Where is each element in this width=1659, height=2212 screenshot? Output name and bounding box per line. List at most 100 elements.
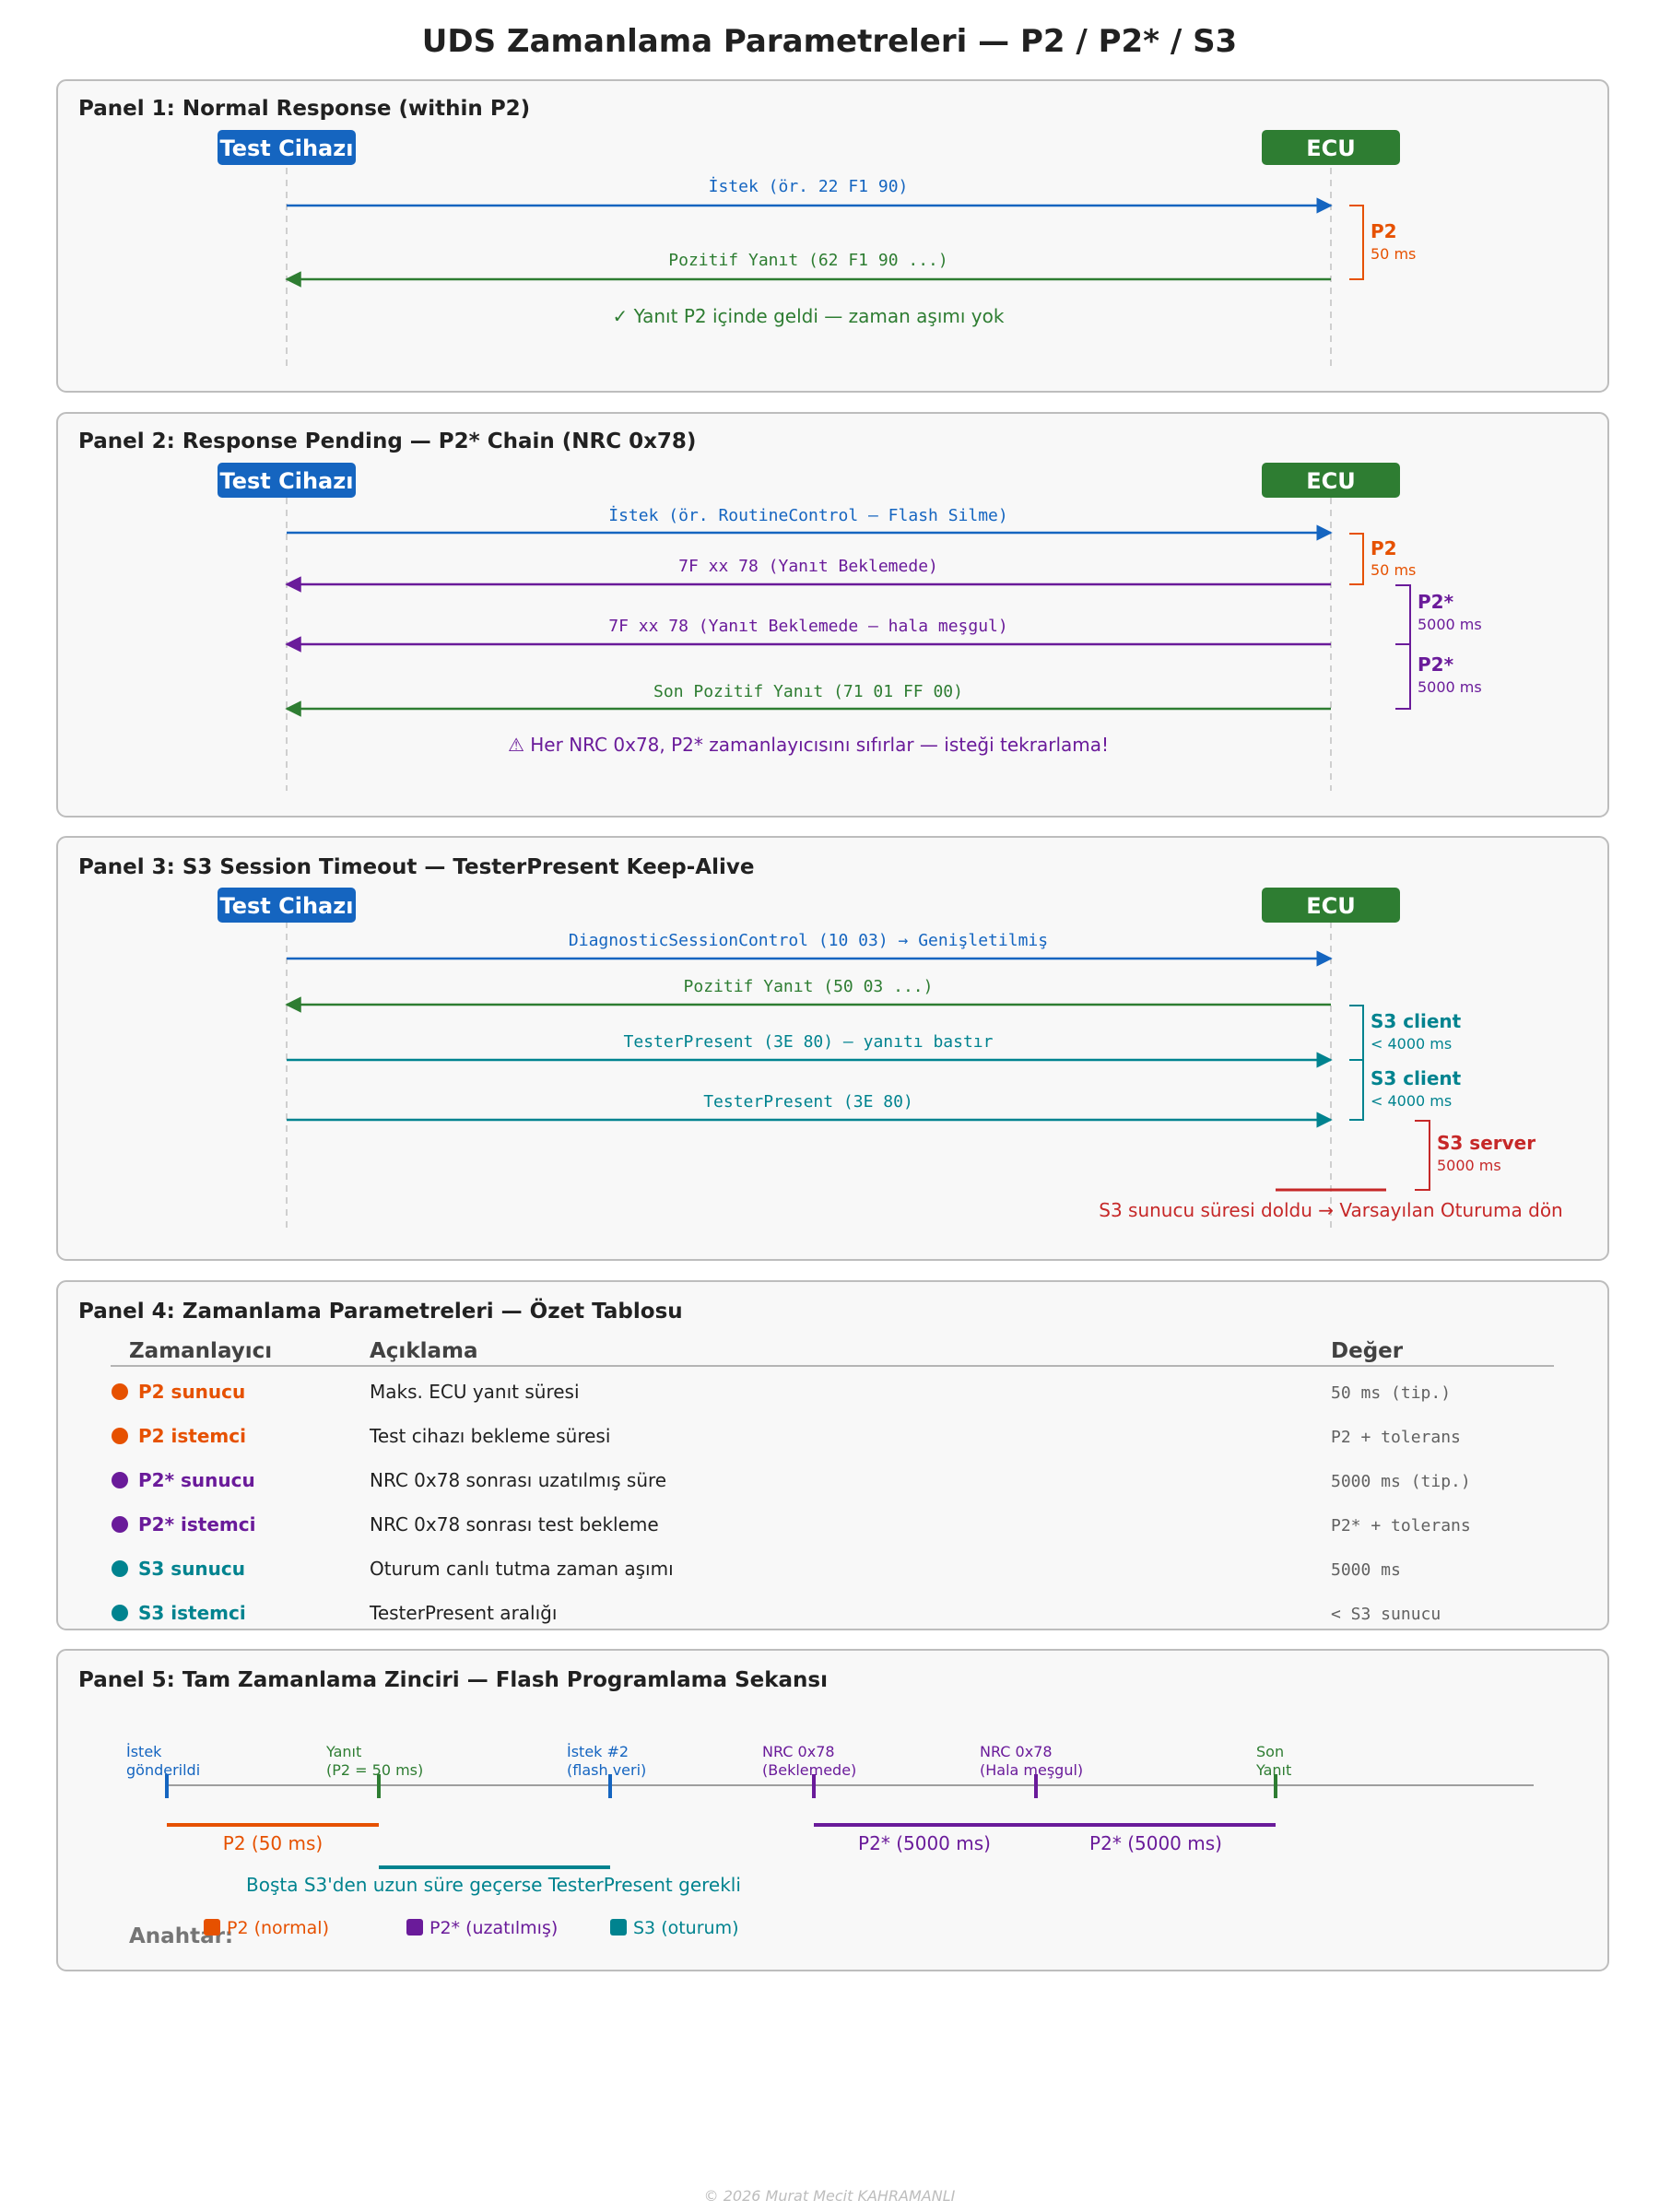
panel-4: Panel 4: Zamanlama Parametreleri — Özet … (56, 1280, 1609, 1630)
event-label-line1: Son (1256, 1743, 1284, 1760)
p2star-1-value: 5000 ms (1418, 616, 1482, 633)
timeline-event: İstek #2 (flash veri) (567, 1743, 646, 1798)
s3-server-bracket (1415, 1120, 1430, 1191)
p2-bracket-label: P2 (1371, 537, 1397, 559)
event-label-line2: (P2 = 50 ms) (326, 1761, 423, 1779)
table-row: S3 istemci TesterPresent aralığı < S3 su… (112, 1602, 1441, 1624)
s3-server-value: 5000 ms (1437, 1157, 1501, 1174)
p2star-2-label: P2* (1418, 653, 1454, 676)
timeline-event: Yanıt (P2 = 50 ms) (325, 1743, 423, 1798)
response-label: Pozitif Yanıt (62 F1 90 ...) (668, 251, 947, 270)
panel-2-frame (56, 412, 1609, 818)
panel-3: Panel 3: S3 Session Timeout — TesterPres… (56, 836, 1609, 1261)
event-label-line1: İstek (126, 1743, 162, 1760)
table-row: P2* istemci NRC 0x78 sonrası test beklem… (112, 1513, 1471, 1535)
page-title: UDS Zamanlama Parametreleri — P2 / P2* /… (422, 23, 1237, 60)
panel-4-title: Panel 4: Zamanlama Parametreleri — Özet … (78, 1298, 683, 1324)
tester-actor-box (218, 463, 356, 498)
final-response-label: Son Pozitif Yanıt (71 01 FF 00) (653, 682, 963, 701)
tester-actor-label: Test Cihazı (220, 135, 354, 161)
timeline-event: NRC 0x78 (Hala meşgul) (980, 1743, 1083, 1798)
row-color-dot (112, 1560, 128, 1577)
legend-swatch (204, 1919, 220, 1936)
row-value: P2 + tolerans (1331, 1428, 1461, 1447)
s3-client-2-bracket (1349, 1059, 1364, 1121)
event-label-line1: Yanıt (325, 1743, 361, 1760)
row-color-dot (112, 1428, 128, 1444)
p2star-2-bracket (1395, 643, 1411, 710)
ecu-actor-label: ECU (1306, 893, 1356, 919)
event-label-line2: (Beklemede) (762, 1761, 856, 1779)
row-value: P2* + tolerans (1331, 1516, 1471, 1535)
row-color-dot (112, 1516, 128, 1533)
p2star-span-1-label: P2* (5000 ms) (858, 1832, 991, 1854)
p2-bracket-value: 50 ms (1371, 561, 1416, 579)
request-label: İstek (ör. 22 F1 90) (709, 177, 909, 196)
p2-bracket (1349, 205, 1364, 280)
s3-client-2-value: < 4000 ms (1371, 1092, 1452, 1110)
ecu-actor-label: ECU (1306, 135, 1356, 161)
event-label-line1: İstek #2 (567, 1743, 629, 1760)
table-header-description: Açıklama (370, 1339, 478, 1363)
row-value: 5000 ms (tip.) (1331, 1472, 1471, 1491)
tester-actor-label: Test Cihazı (220, 468, 354, 494)
p2star-span-2-label: P2* (5000 ms) (1089, 1832, 1222, 1854)
copyright-footer: © 2026 Murat Mecit KAHRAMANLI (704, 2187, 956, 2205)
legend-label: P2* (uzatılmış) (429, 1918, 558, 1938)
table-header-timer: Zamanlayıcı (129, 1339, 272, 1363)
row-description: NRC 0x78 sonrası uzatılmış süre (370, 1469, 666, 1491)
row-description: NRC 0x78 sonrası test bekleme (370, 1513, 659, 1535)
row-timer-name: S3 istemci (138, 1602, 246, 1624)
row-description: Test cihazı bekleme süresi (369, 1425, 610, 1447)
row-timer-name: P2* istemci (138, 1513, 255, 1535)
row-timer-name: P2 sunucu (138, 1381, 245, 1403)
s3-idle-note: Boşta S3'den uzun süre geçerse TesterPre… (246, 1874, 741, 1896)
table-header-value: Değer (1331, 1339, 1404, 1363)
table-row: S3 sunucu Oturum canlı tutma zaman aşımı… (112, 1558, 1401, 1580)
ecu-actor-box (1262, 888, 1400, 923)
p2star-2-value: 5000 ms (1418, 678, 1482, 696)
session-response-label: Pozitif Yanıt (50 03 ...) (684, 977, 934, 996)
tester-actor-box (218, 888, 356, 923)
panel-3-note: S3 sunucu süresi doldu → Varsayılan Otur… (1099, 1199, 1563, 1221)
table-row: P2 istemci Test cihazı bekleme süresi P2… (112, 1425, 1461, 1447)
event-label-line2: (flash veri) (567, 1761, 646, 1779)
s3-server-label: S3 server (1437, 1132, 1535, 1154)
table-row: P2 sunucu Maks. ECU yanıt süresi 50 ms (… (112, 1381, 1451, 1403)
panel-5-title: Panel 5: Tam Zamanlama Zinciri — Flash P… (78, 1668, 828, 1692)
tester-actor-label: Test Cihazı (220, 893, 354, 919)
pending-1-label: 7F xx 78 (Yanıt Beklemede) (678, 557, 938, 576)
row-value: 5000 ms (1331, 1560, 1401, 1580)
row-description: TesterPresent aralığı (369, 1602, 557, 1624)
request-label: İstek (ör. RoutineControl — Flash Silme) (608, 506, 1007, 525)
p2-bracket (1349, 533, 1364, 585)
legend-item: P2* (uzatılmış) (406, 1918, 558, 1938)
panel-4-frame (56, 1280, 1609, 1630)
row-color-dot (112, 1383, 128, 1400)
timeline-event: Son Yanıt (1255, 1743, 1291, 1798)
panel-5-frame (56, 1649, 1609, 1971)
panel-2-title: Panel 2: Response Pending — P2* Chain (N… (78, 429, 696, 453)
panel-1-title: Panel 1: Normal Response (within P2) (78, 97, 530, 121)
s3-client-1-label: S3 client (1371, 1010, 1462, 1032)
legend-swatch (406, 1919, 423, 1936)
timeline-event: NRC 0x78 (Beklemede) (762, 1743, 856, 1798)
pending-2-label: 7F xx 78 (Yanıt Beklemede — hala meşgul) (608, 617, 1007, 636)
panel-5: Panel 5: Tam Zamanlama Zinciri — Flash P… (56, 1649, 1609, 1971)
panel-3-title: Panel 3: S3 Session Timeout — TesterPres… (78, 855, 754, 879)
panel-1-frame (56, 79, 1609, 393)
legend-item: P2 (normal) (204, 1918, 329, 1938)
panel-2: Panel 2: Response Pending — P2* Chain (N… (56, 412, 1609, 818)
row-color-dot (112, 1472, 128, 1488)
event-label-line2: Yanıt (1255, 1761, 1291, 1779)
legend-item: S3 (oturum) (610, 1918, 739, 1938)
row-value: < S3 sunucu (1331, 1605, 1441, 1624)
timeline-event: İstek gönderildi (126, 1743, 200, 1798)
event-label-line2: (Hala meşgul) (980, 1761, 1083, 1779)
row-description: Oturum canlı tutma zaman aşımı (370, 1558, 674, 1580)
row-value: 50 ms (tip.) (1331, 1383, 1451, 1403)
tester-present-2-label: TesterPresent (3E 80) (703, 1092, 913, 1112)
panel-1-note: ✓ Yanıt P2 içinde geldi — zaman aşımı yo… (613, 305, 1005, 327)
tester-actor-box (218, 130, 356, 165)
